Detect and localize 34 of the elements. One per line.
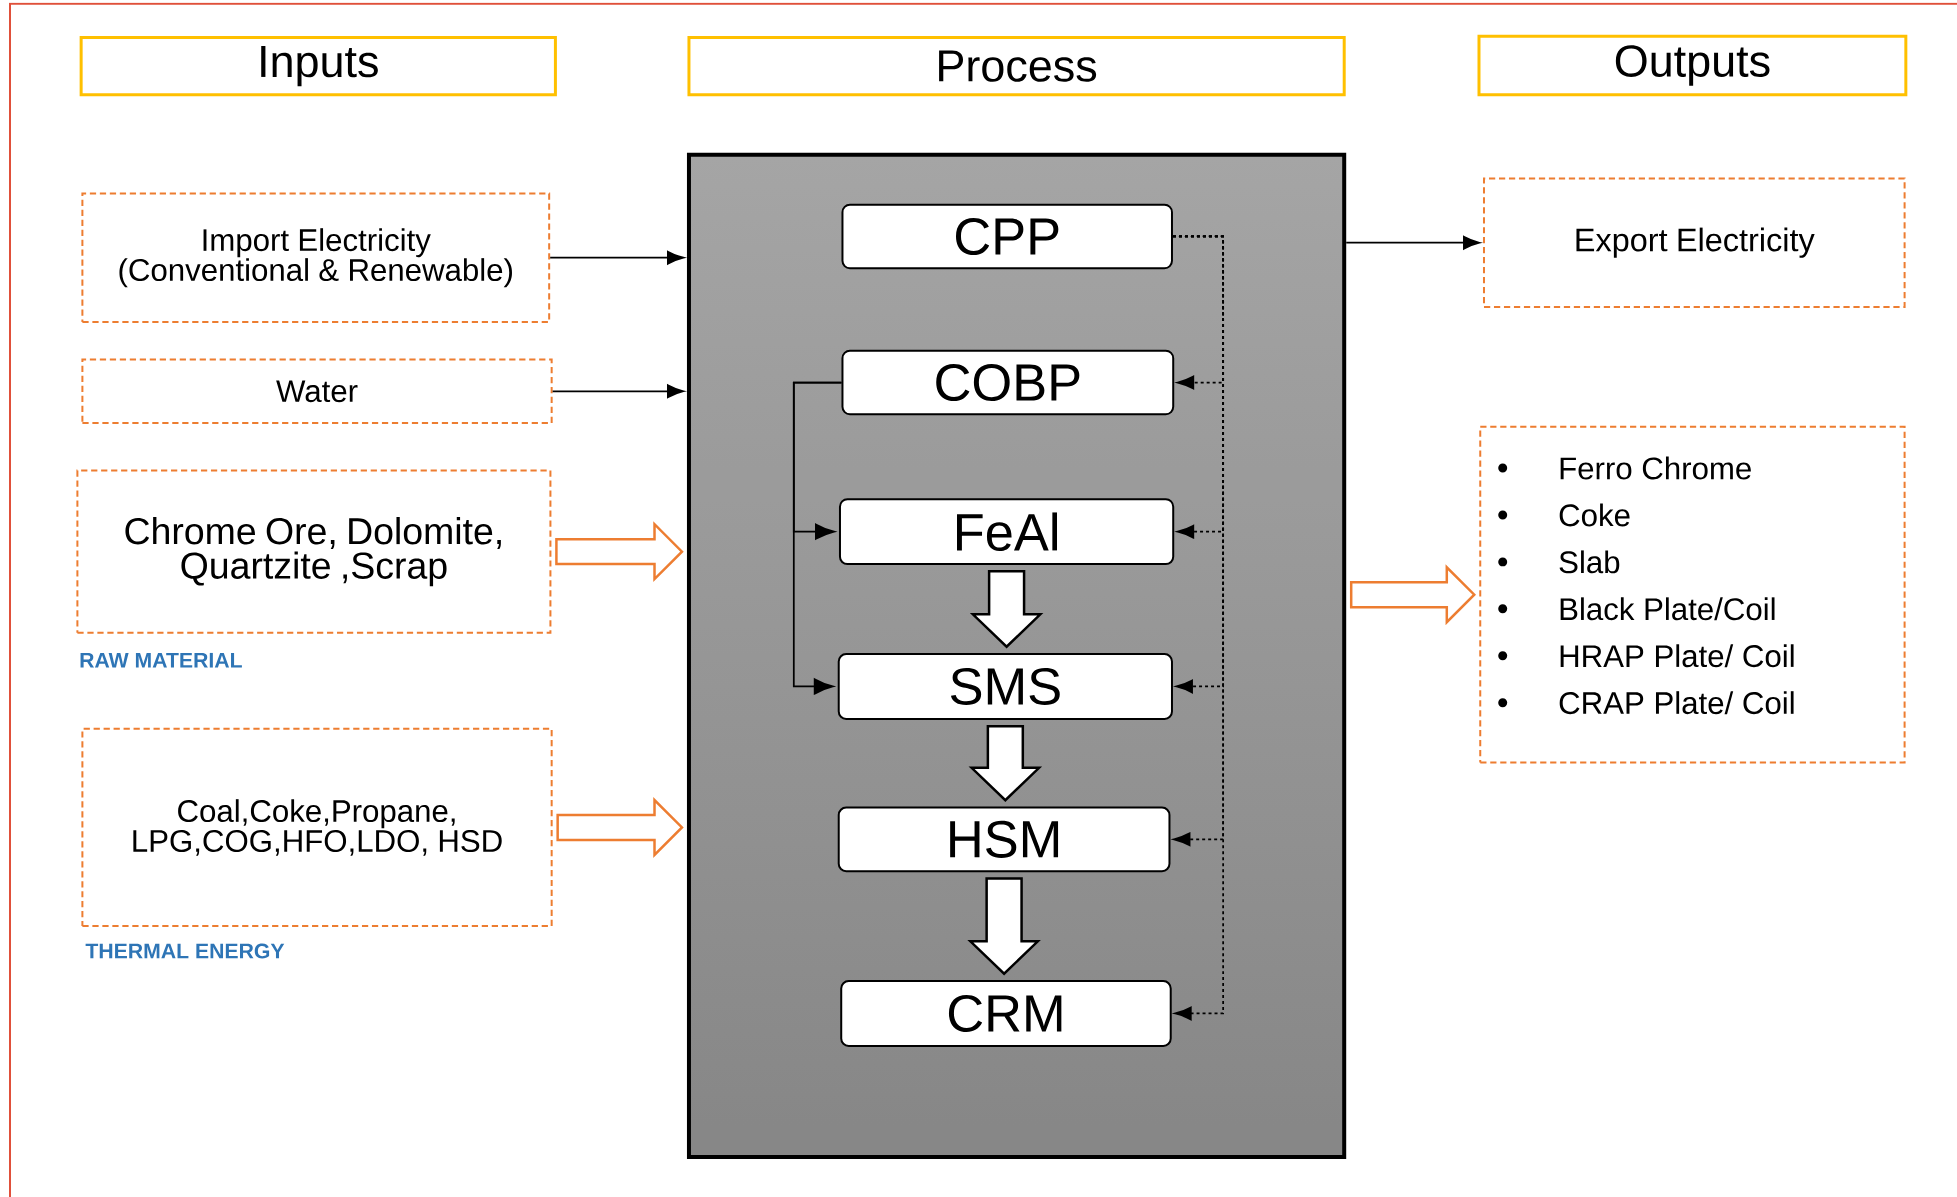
process-unit-box: CPP	[841, 203, 1173, 270]
process-unit-box: HSM	[837, 806, 1171, 873]
list-item: Black Plate/Coil	[1560, 597, 1775, 621]
process-unit-box: FeAl	[838, 498, 1175, 566]
caption-label: THERMAL ENERGY	[85, 943, 285, 959]
block-arrow	[556, 797, 684, 858]
feedback-arrow	[1172, 235, 1224, 1021]
block-arrow	[969, 570, 1044, 649]
arrow	[551, 384, 685, 399]
column-header: Process	[687, 35, 1346, 97]
arrow	[792, 381, 843, 695]
output-box	[1479, 425, 1906, 764]
list-item: Slab	[1559, 550, 1620, 574]
process-unit-box: COBP	[841, 349, 1175, 416]
caption-label: RAW MATERIAL	[80, 652, 242, 668]
input-box: Import Electricity (Conventional & Renewable)	[81, 192, 551, 324]
process-unit-box: CRM	[840, 980, 1172, 1047]
input-box: Coal,Coke,Propane, LPG,COG,HFO,LDO, HSD	[81, 727, 553, 928]
column-header: Inputs	[79, 35, 557, 97]
column-header: Outputs	[1477, 34, 1908, 97]
list-item: Ferro Chrome	[1560, 456, 1751, 480]
block-arrow	[968, 724, 1043, 803]
arrow	[549, 250, 685, 265]
list-item: HRAP Plate/ Coil	[1560, 644, 1794, 668]
list-item: CRAP Plate/ Coil	[1559, 691, 1794, 715]
list-item: Coke	[1559, 503, 1630, 527]
block-arrow	[1349, 564, 1477, 626]
input-box: Water	[81, 358, 553, 425]
output-box: Export Electricity	[1483, 177, 1906, 309]
block-arrow	[555, 521, 684, 583]
input-box: Chrome Ore, Dolomite, Quartzite ,Scrap	[76, 469, 552, 634]
block-arrow	[967, 877, 1041, 976]
arrow	[1345, 235, 1481, 250]
process-unit-box: SMS	[837, 653, 1173, 720]
